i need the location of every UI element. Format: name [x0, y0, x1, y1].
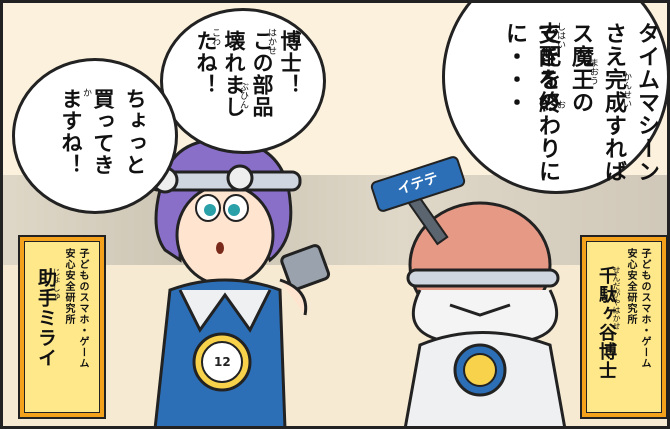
ruby-shihai: しはい [555, 22, 565, 49]
mirai-line1-1: 博士！ [278, 30, 302, 96]
professor-character [403, 194, 567, 429]
mirai-speech-bubble-2 [12, 58, 178, 214]
professor-speech-text: タイムマシーン さえ完成すれば ス魔王の 支配を終わりに できるのに・・・ かん… [482, 0, 659, 185]
mirai-line2-3: ますね！ [59, 88, 83, 176]
name-left-org-1: 子どものスマホ・ゲーム [77, 248, 88, 369]
ruby-maou: まおう [588, 58, 598, 85]
mirai-speech-text-2: ちょっと 買ってき ますね！ か [40, 80, 155, 190]
ruby-hakase: はかせ [266, 28, 276, 55]
ruby-ka: か [81, 88, 91, 97]
ruby-o: お [555, 100, 565, 109]
ruby-kansei: かんせい [621, 72, 631, 108]
ruby-kowa: こわ [210, 28, 220, 46]
mirai-character: 12 [148, 138, 331, 429]
clock-number: 12 [214, 355, 231, 369]
name-left-name: 助手ミライ [35, 268, 57, 368]
name-right-org-2: 安心安全研究所 [625, 248, 636, 325]
professor-line-1: タイムマシーン [634, 22, 659, 183]
mirai-speech-bubble-1 [160, 8, 326, 154]
mirai-line2-1: ちょっと [123, 88, 147, 176]
mirai-line2-2: 買ってき [91, 88, 115, 176]
professor-line-5: できるのに・・・ [502, 22, 559, 114]
name-right-org-1: 子どものスマホ・ゲーム [639, 248, 650, 369]
mirai-line1-2: この部品 [250, 30, 274, 118]
name-right-name: 千駄ヶ谷博士 [596, 266, 617, 380]
name-box-mirai: 子どものスマホ・ゲーム 安心安全研究所 助手ミライ じょしゅ [18, 235, 106, 419]
name-left-ruby: じょしゅ [52, 268, 61, 300]
name-right-ruby: せんだがやはかせ [612, 266, 621, 330]
mirai-line1-4: たね！ [194, 30, 218, 96]
mirai-line1-3: 壊れまし [222, 30, 246, 118]
professor-line-4: 支配を終わりに [535, 22, 560, 183]
name-left-org-2: 安心安全研究所 [63, 248, 74, 325]
professor-speech-bubble [442, 0, 670, 194]
professor-line-3: ス魔王の [568, 22, 593, 114]
professor-line-2: さえ完成すれば [601, 22, 626, 183]
mirai-speech-text-1: 博士！ この部品 壊れまし たね！ はかせ ぶひん こわ [185, 22, 305, 142]
ruby-buhin: ぶひん [238, 82, 248, 109]
name-box-professor: 子どものスマホ・ゲーム 安心安全研究所 千駄ヶ谷博士 せんだがやはかせ [580, 235, 668, 419]
